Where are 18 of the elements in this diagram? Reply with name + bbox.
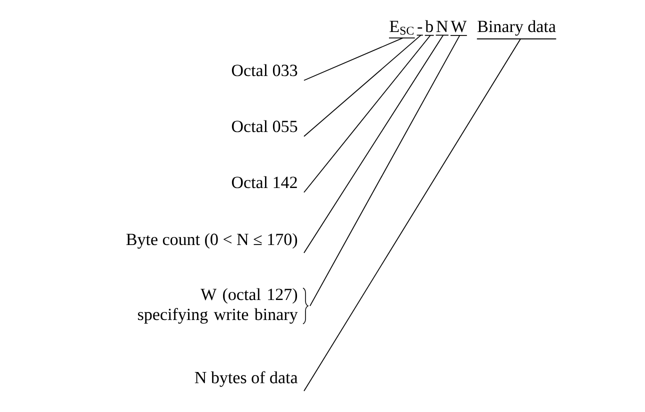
field-label: Octal 142 xyxy=(232,176,297,188)
underlined-segment: W xyxy=(450,20,468,36)
underlined-segment: - xyxy=(416,27,424,36)
field-label: W (octal 127) specifying write binary xyxy=(138,288,298,324)
leader-line xyxy=(304,34,431,193)
underlined-segment: E$_{SC}$ xyxy=(388,20,416,38)
leader-line xyxy=(310,35,460,306)
field-label: N bytes of data xyxy=(194,371,298,387)
leader-line xyxy=(304,34,422,137)
leader-line xyxy=(304,34,444,254)
field-label: Octal 033 xyxy=(232,64,298,76)
leader-line xyxy=(304,38,521,392)
underlined-segment: b xyxy=(424,20,434,36)
underlined-segment: N xyxy=(435,20,449,36)
leader-line xyxy=(304,37,404,81)
field-label: Octal 055 xyxy=(232,120,298,132)
underlined-segment: Binary data xyxy=(476,20,557,40)
field-label: Byte count (0 < N ≤ 170) xyxy=(126,233,298,249)
